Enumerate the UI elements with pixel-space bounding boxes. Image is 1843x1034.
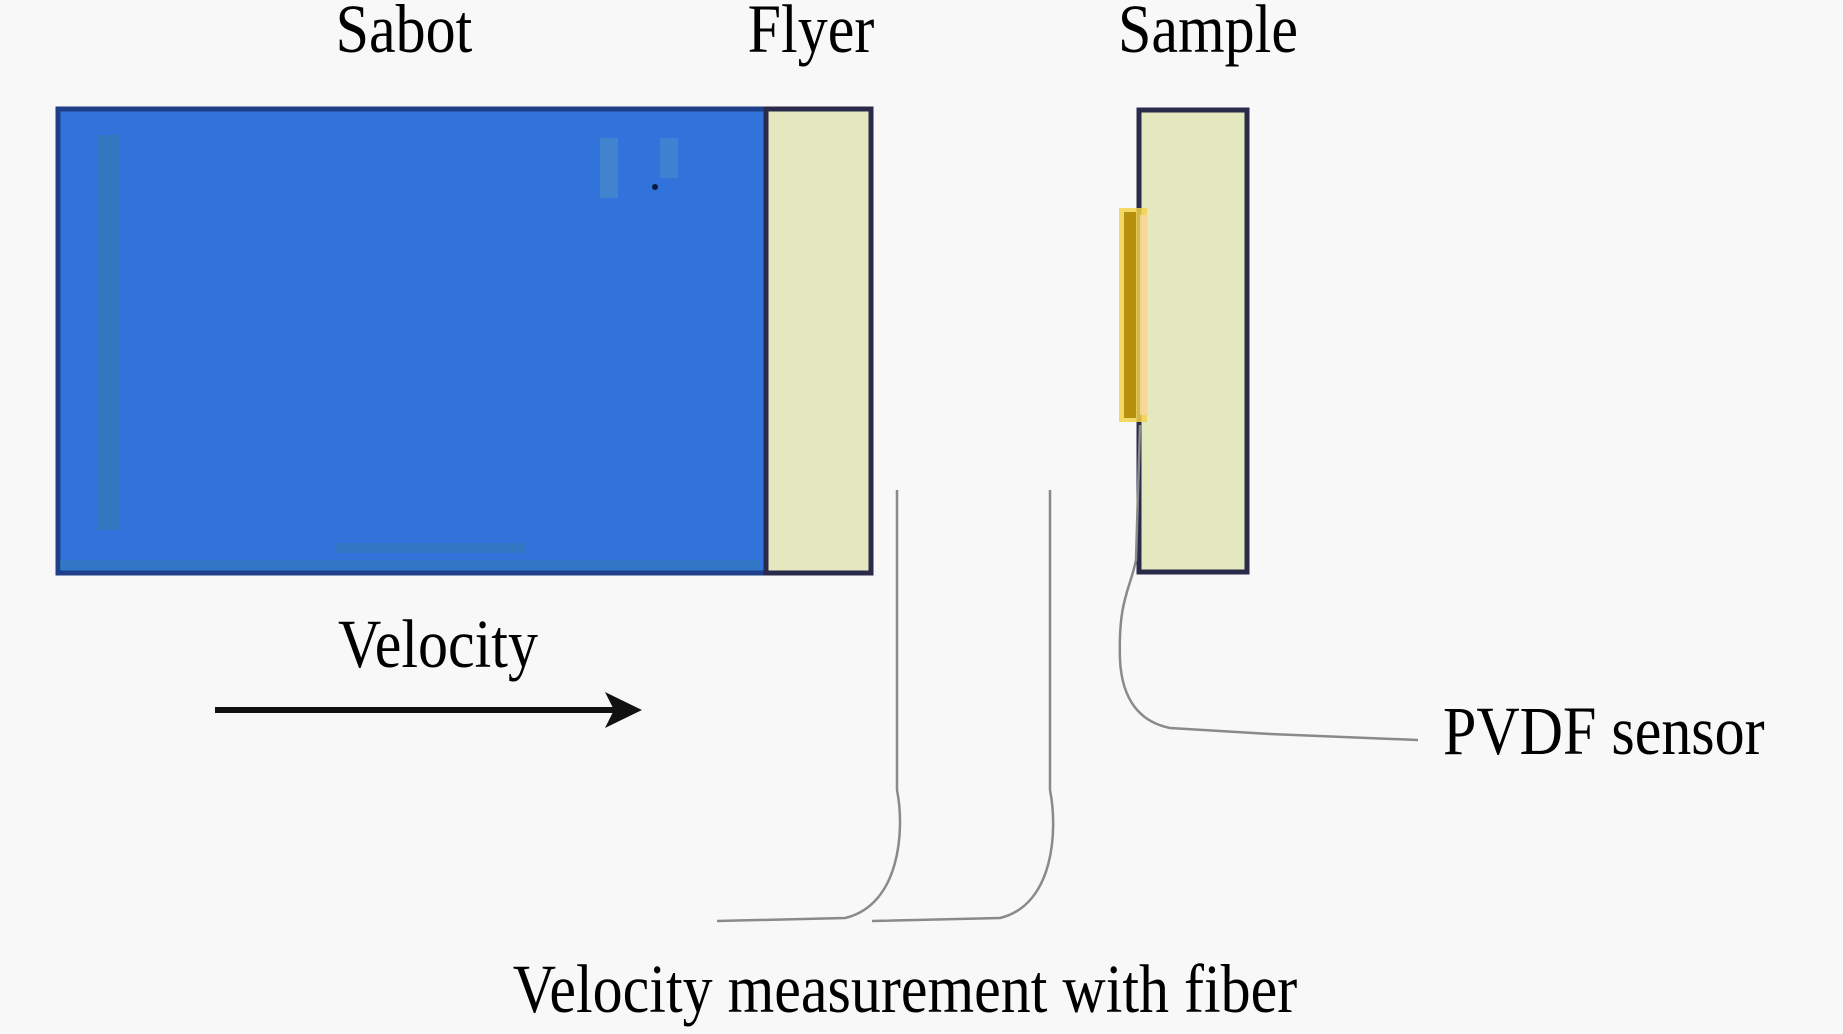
marker-dot: [652, 184, 658, 190]
sabot-block: [55, 106, 769, 576]
fiber-caption: Velocity measurement with fiber: [513, 950, 1298, 1027]
sabot-label: Sabot: [336, 0, 473, 67]
pvdf-sensor-label: PVDF sensor: [1443, 692, 1765, 769]
sample-plate: [1136, 107, 1250, 575]
fiber-line-right: [871, 490, 1055, 923]
flyer-plate: [763, 106, 874, 576]
pvdf-wire: [1118, 424, 1419, 742]
velocity-label: Velocity: [338, 605, 539, 682]
flyer-label: Flyer: [748, 0, 875, 67]
sample-label: Sample: [1118, 0, 1298, 67]
fiber-line-left: [716, 490, 902, 923]
velocity-arrow-icon: [215, 692, 642, 728]
pvdf-sensor-strip: [1119, 208, 1148, 422]
